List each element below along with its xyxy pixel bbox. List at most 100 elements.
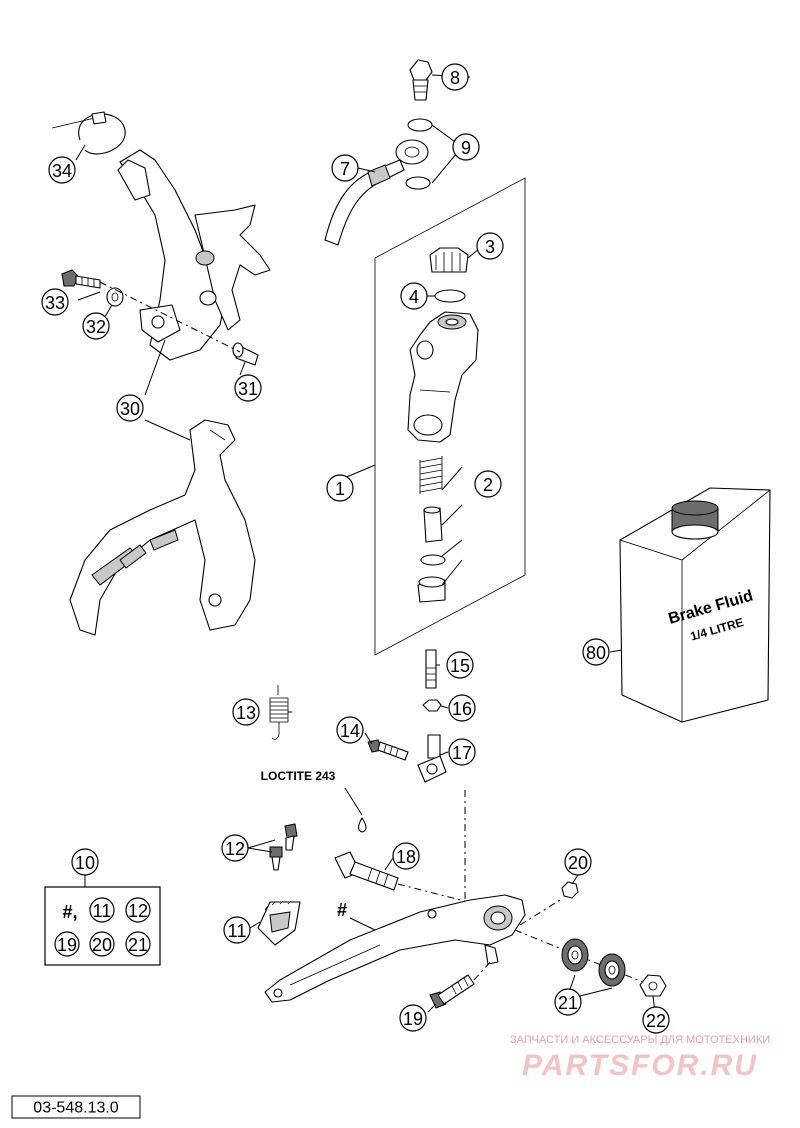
kit-hash: #, (62, 902, 77, 922)
sealing-ring-9-bottom (405, 176, 431, 190)
o-ring-4 (434, 289, 466, 303)
watermark-tagline: ЗАПЧАСТИ И АКСЕССУАРЫ ДЛЯ МОТОТЕХНИКИ (510, 1034, 770, 1046)
piston-2 (423, 506, 443, 543)
svg-text:19: 19 (403, 1009, 423, 1029)
callout-3: 3 (476, 232, 504, 260)
screw-14 (367, 739, 409, 761)
callout-19: 19 (399, 1004, 427, 1032)
callout-16: 16 (448, 694, 476, 722)
svg-text:11: 11 (93, 901, 112, 921)
push-rod-15 (425, 649, 437, 689)
callout-31: 31 (234, 374, 262, 402)
spring-2 (419, 456, 443, 494)
sealing-ring-9-top (407, 118, 433, 132)
kit-item-19: 19 (54, 931, 80, 957)
callout-4: 4 (400, 282, 428, 310)
svg-text:21: 21 (558, 993, 578, 1013)
svg-text:17: 17 (452, 743, 472, 763)
callout-10: 10 (71, 848, 99, 876)
svg-text:14: 14 (340, 721, 360, 741)
svg-text:7: 7 (340, 159, 350, 179)
svg-text:15: 15 (450, 656, 470, 676)
diagram-code-box (11, 1095, 141, 1119)
loctite-drop (357, 817, 367, 833)
callout-34: 34 (48, 156, 76, 184)
cable-tie-34 (51, 111, 126, 155)
pivot-bolt-18 (334, 851, 399, 891)
svg-text:33: 33 (45, 293, 65, 313)
kit-item-20: 20 (89, 931, 115, 957)
callout-32: 32 (82, 312, 110, 340)
callout-8: 8 (441, 63, 469, 91)
bearing-21-a (561, 938, 589, 972)
callout-11: 11 (223, 916, 251, 944)
fork-head-17 (417, 734, 447, 783)
brake-hose-7 (324, 139, 429, 246)
callout-20: 20 (564, 848, 592, 876)
lever-mark: # (337, 900, 347, 920)
bolt-19 (429, 974, 475, 1009)
washer-32 (106, 287, 124, 307)
callout-22: 22 (642, 1006, 670, 1034)
svg-text:21: 21 (128, 935, 148, 955)
svg-text:34: 34 (52, 161, 72, 181)
callout-2: 2 (474, 470, 502, 498)
callout-80: 80 (582, 638, 610, 666)
diagram-code: 03-548.13.0 (33, 1100, 119, 1117)
frame-part-30-upper (117, 149, 271, 361)
callout-12: 12 (221, 834, 249, 862)
screw-12-a (284, 823, 298, 851)
svg-text:20: 20 (92, 935, 112, 955)
callout-33: 33 (41, 288, 69, 316)
svg-text:2: 2 (483, 475, 493, 495)
svg-text:30: 30 (120, 399, 140, 419)
reservoir-cap-3 (429, 247, 469, 273)
svg-text:22: 22 (646, 1011, 666, 1031)
callout-18: 18 (392, 842, 420, 870)
svg-text:4: 4 (409, 287, 419, 307)
boot-2 (417, 576, 446, 603)
svg-text:16: 16 (452, 699, 472, 719)
nut-22 (639, 974, 667, 997)
kit-item-11: 11 (89, 897, 115, 923)
svg-text:12: 12 (225, 839, 245, 859)
bearing-21-b (598, 953, 626, 987)
seal-2 (420, 554, 446, 566)
master-cylinder-body-1 (407, 311, 479, 443)
svg-text:31: 31 (238, 379, 258, 399)
svg-text:19: 19 (57, 935, 77, 955)
callout-21: 21 (554, 988, 582, 1016)
banjo-bolt-8 (409, 59, 433, 101)
callout-9: 9 (452, 133, 480, 161)
callout-1: 1 (326, 474, 354, 502)
svg-text:20: 20 (568, 853, 588, 873)
svg-text:8: 8 (450, 68, 460, 88)
callout-17: 17 (448, 738, 476, 766)
svg-text:80: 80 (586, 643, 606, 663)
return-spring-13 (269, 685, 289, 740)
callout-13: 13 (232, 698, 260, 726)
brake-fluid-can-80 (619, 487, 771, 723)
frame-part-30-lower (69, 419, 256, 636)
brake-lever (264, 894, 526, 1003)
svg-text:1: 1 (335, 479, 345, 499)
kit-item-12: 12 (125, 897, 151, 923)
svg-text:11: 11 (228, 921, 247, 941)
callout-14: 14 (336, 716, 364, 744)
callout-30: 30 (116, 394, 144, 422)
svg-text:32: 32 (86, 317, 106, 337)
svg-text:18: 18 (396, 847, 416, 867)
callout-7: 7 (331, 154, 359, 182)
footrest-11 (257, 900, 301, 946)
svg-text:13: 13 (236, 703, 256, 723)
svg-text:10: 10 (75, 853, 95, 873)
screw-12-b (269, 846, 283, 871)
bushing-31 (232, 342, 259, 366)
watermark-brand: PARTSFOR.RU (522, 1049, 758, 1082)
kit-item-21: 21 (125, 931, 151, 957)
master-cylinder-frame (374, 177, 526, 656)
svg-text:12: 12 (128, 901, 148, 921)
svg-text:3: 3 (485, 237, 495, 257)
svg-text:9: 9 (461, 138, 471, 158)
